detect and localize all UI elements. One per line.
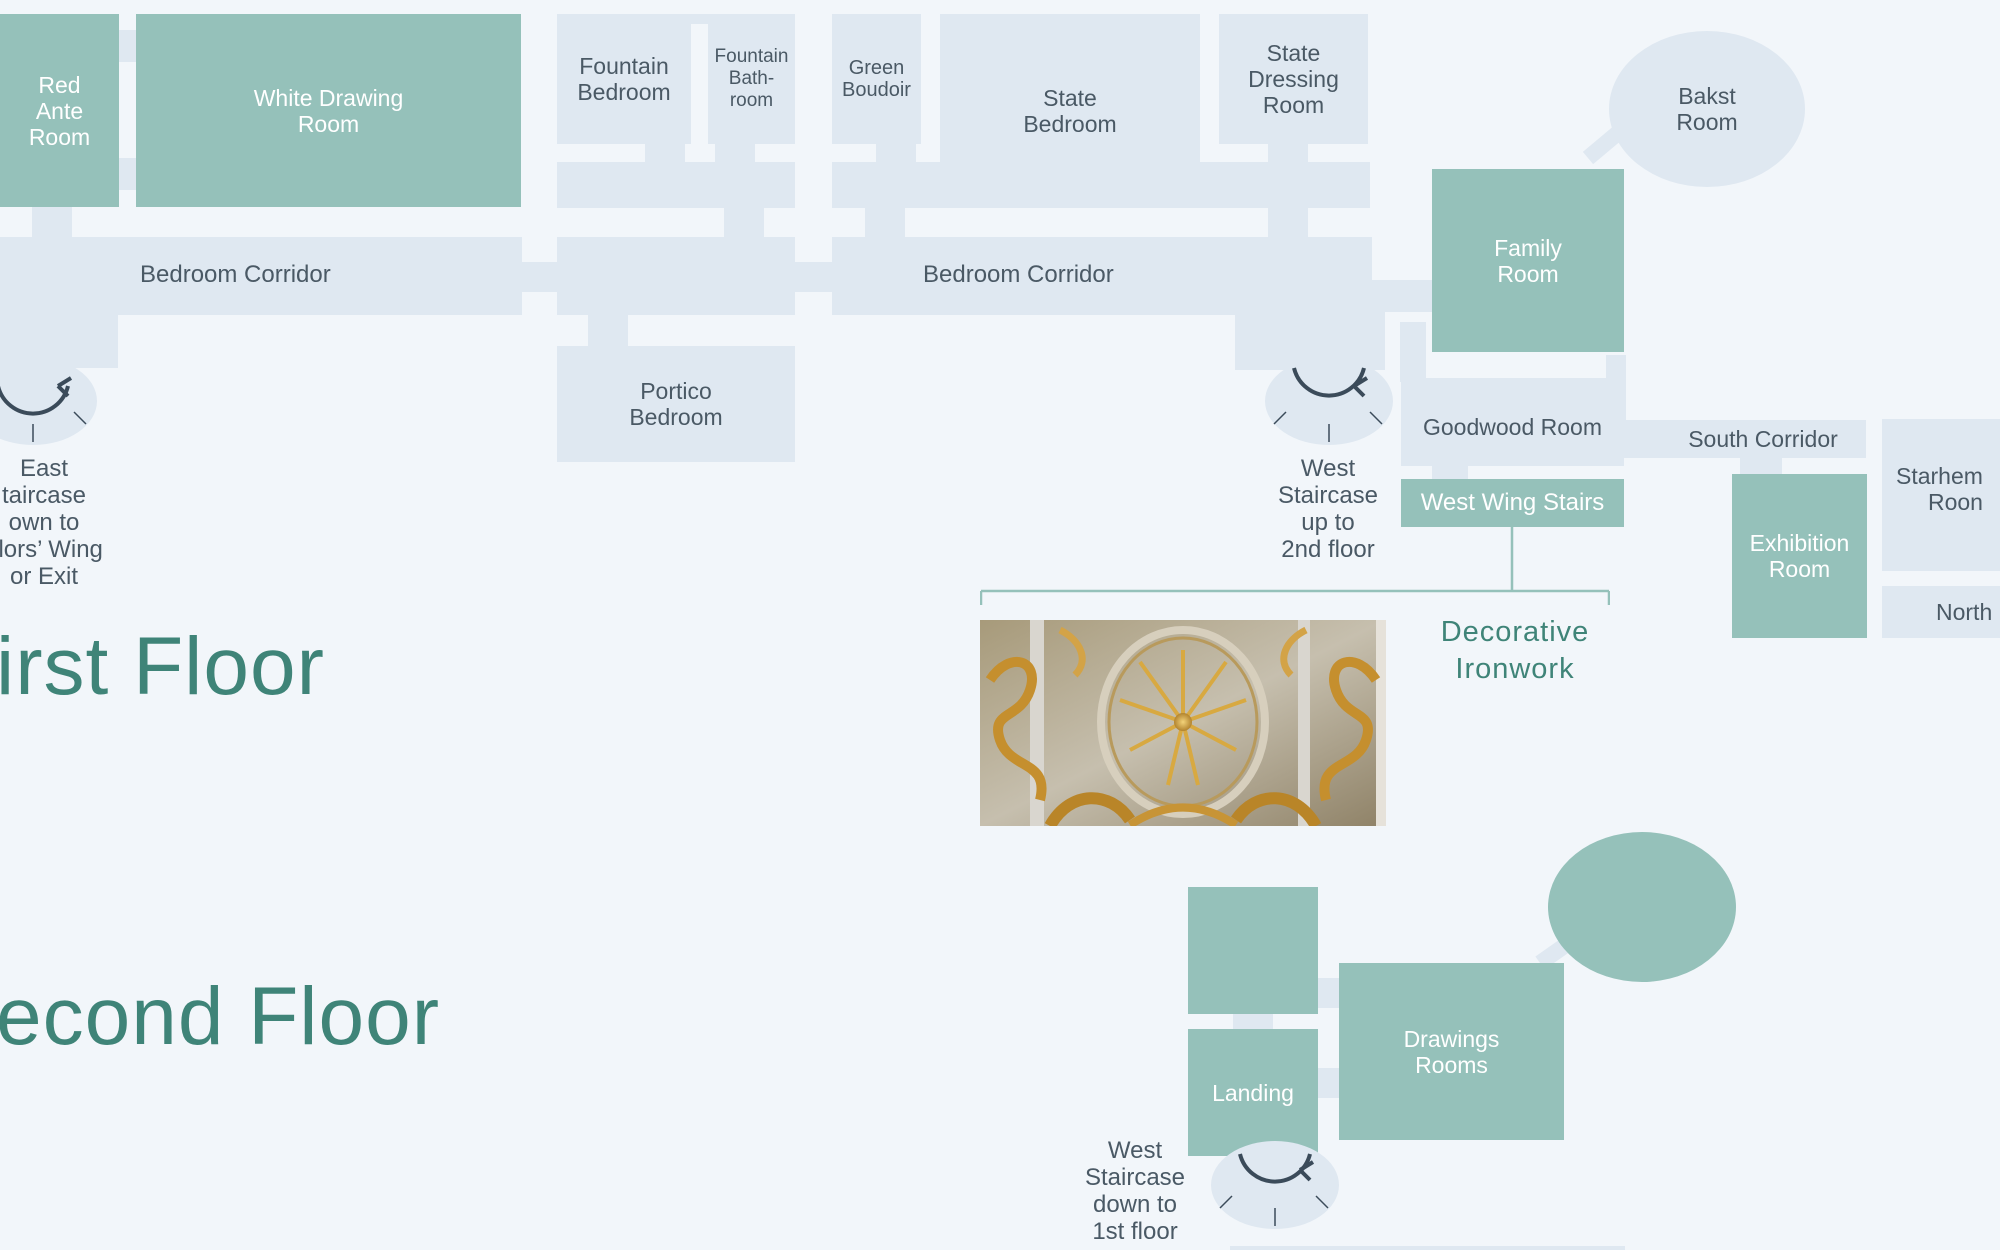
label-decorative-ironwork: Decorative Ironwork	[1440, 616, 1590, 685]
room-north[interactable]: North	[1882, 586, 2000, 638]
second-floor-room-upper[interactable]	[1188, 887, 1318, 1014]
connector-12	[690, 14, 710, 24]
corridor-link-a	[518, 262, 560, 292]
west-staircase-icon[interactable]	[1264, 356, 1394, 446]
first-floor-title: irst Floor	[0, 621, 325, 712]
bedroom-corridor-right	[832, 237, 1372, 315]
connector-1	[645, 140, 685, 170]
room-fountain-bathroom[interactable]: Fountain Bath- room	[708, 14, 795, 144]
room-portico-bedroom[interactable]: Portico Bedroom	[557, 346, 795, 462]
bottom-edge-strip	[1230, 1246, 1625, 1250]
room-state-dressing-room[interactable]: State Dressing Room	[1219, 14, 1368, 144]
decorative-ironwork-photo[interactable]	[980, 620, 1386, 826]
connector-15	[1740, 455, 1782, 477]
bedroom-corridor-mid	[557, 237, 795, 315]
label-west-staircase-up: West Staircase up to 2nd floor	[1277, 455, 1379, 563]
room-state-bedroom[interactable]: State Bedroom	[940, 14, 1200, 207]
connector-10	[118, 158, 136, 190]
room-drawings-rooms[interactable]: Drawings Rooms	[1339, 963, 1564, 1140]
second-floor-link-3	[1316, 1068, 1340, 1098]
corridor-link-c	[1368, 280, 1434, 312]
south-corridor-link	[1624, 426, 1664, 456]
connector-7	[1268, 205, 1308, 240]
room-starhem-room[interactable]: Starhem Roon	[1882, 419, 2000, 571]
connector-4	[865, 205, 905, 240]
label-bedroom-corridor-left: Bedroom Corridor	[140, 261, 331, 288]
connector-13	[1400, 322, 1426, 382]
second-floor-link-2	[1316, 978, 1340, 1008]
connector-11	[588, 310, 628, 350]
connector-5	[876, 140, 916, 170]
callout-bracket	[980, 527, 1610, 605]
room-south-corridor[interactable]: South Corridor	[1660, 420, 1866, 458]
room-family-room[interactable]: Family Room	[1432, 169, 1624, 352]
label-bedroom-corridor-right: Bedroom Corridor	[923, 261, 1114, 288]
corridor-link-b	[792, 262, 834, 292]
label-west-staircase-down: West Staircase down to 1st floor	[1084, 1137, 1186, 1245]
east-staircase-icon[interactable]	[0, 356, 98, 446]
connector-9	[118, 30, 136, 62]
room-bakst-room[interactable]: Bakst Room	[1609, 31, 1805, 187]
room-goodwood-room[interactable]: Goodwood Room	[1401, 378, 1624, 466]
room-fountain-bedroom[interactable]: Fountain Bedroom	[557, 14, 691, 144]
bedroom-corridor-left	[0, 237, 522, 315]
room-green-boudoir[interactable]: Green Boudoir	[832, 14, 921, 144]
connector-6	[1268, 140, 1308, 170]
second-floor-oval-room[interactable]	[1548, 832, 1736, 982]
room-exhibition-room[interactable]: Exhibition Room	[1732, 474, 1867, 638]
connector-3	[724, 205, 764, 240]
label-east-staircase: East taircase own to elors’ Wing or Exit	[0, 455, 103, 590]
room-red-ante-room[interactable]: Red Ante Room	[0, 14, 119, 207]
room-white-drawing-room[interactable]: White Drawing Room	[136, 14, 521, 207]
west-staircase-down-icon[interactable]	[1210, 1140, 1340, 1230]
connector-2	[715, 140, 755, 170]
connector-8	[32, 205, 72, 240]
room-west-wing-stairs[interactable]: West Wing Stairs	[1401, 479, 1624, 527]
second-floor-title: econd Floor	[0, 971, 441, 1062]
second-floor-link-1	[1233, 1012, 1273, 1034]
room-landing[interactable]: Landing	[1188, 1029, 1318, 1156]
